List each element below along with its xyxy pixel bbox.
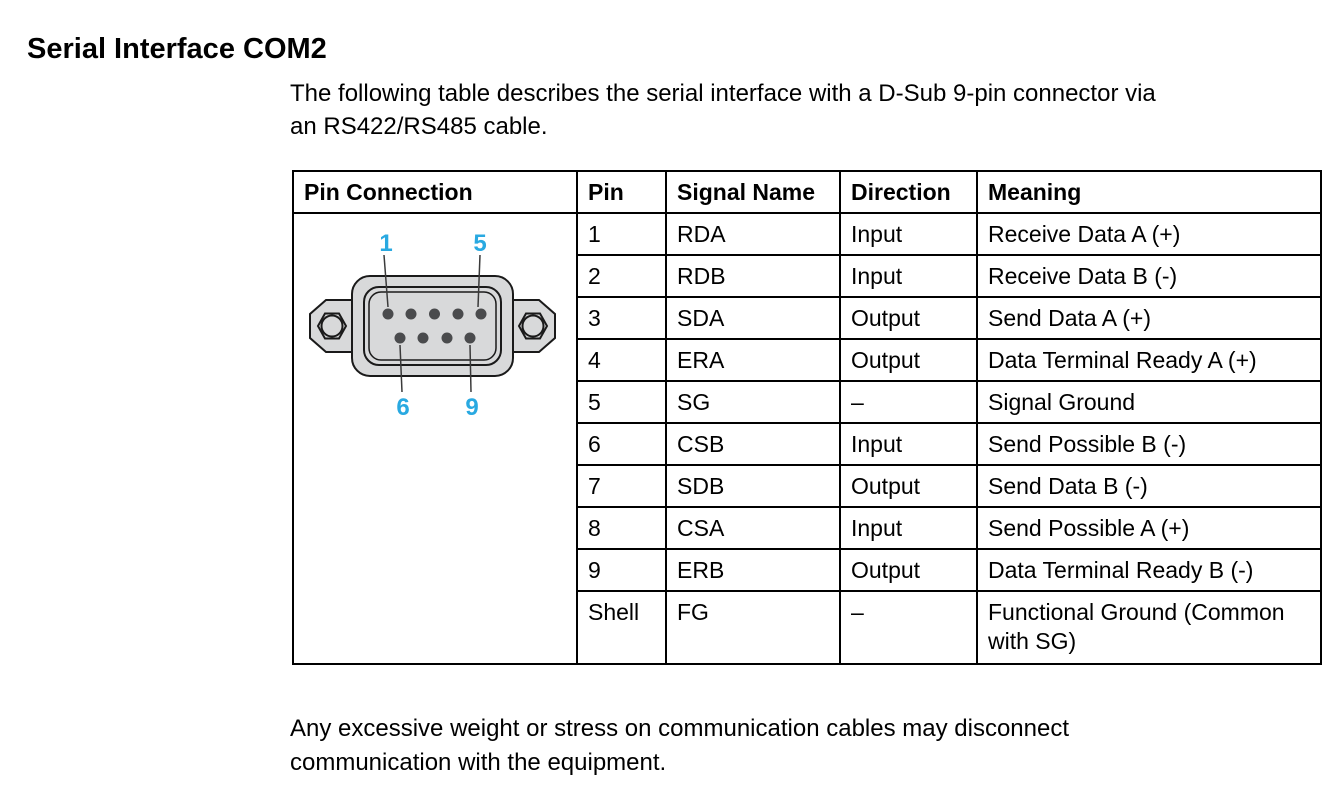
cell-meaning: Send Possible A (+): [976, 506, 1322, 550]
cell-meaning: Receive Data A (+): [976, 212, 1322, 256]
cell-signal: ERA: [665, 338, 841, 382]
cell-pin: 9: [576, 548, 667, 592]
cell-direction: Input: [839, 254, 978, 298]
table-row: 5 SG – Signal Ground: [293, 380, 1322, 424]
table-row: 9 ERB Output Data Terminal Ready B (-): [293, 548, 1322, 592]
cell-pin: 1: [576, 212, 667, 256]
intro-line: an RS422/RS485 cable.: [290, 113, 548, 140]
pin-3-dot: [429, 308, 440, 320]
cell-meaning: Send Possible B (-): [976, 422, 1322, 466]
cell-signal: CSA: [665, 506, 841, 550]
cell-pin: 8: [576, 506, 667, 550]
cell-pin: 7: [576, 464, 667, 508]
cell-pin: 6: [576, 422, 667, 466]
cell-pin: 2: [576, 254, 667, 298]
left-screw-hex: [316, 312, 348, 340]
col-header-direction: Direction: [839, 170, 978, 214]
cell-meaning: Data Terminal Ready B (-): [976, 548, 1322, 592]
cell-meaning: Data Terminal Ready A (+): [976, 338, 1322, 382]
cell-direction: Output: [839, 464, 978, 508]
cell-pin: 4: [576, 338, 667, 382]
shield-outline-outer: [363, 286, 502, 366]
intro-line: The following table describes the serial…: [290, 80, 1156, 107]
pin-6-dot: [394, 332, 406, 344]
pin-6-label: 6: [396, 394, 409, 421]
intro-paragraph: The following table describes the serial…: [290, 77, 1156, 143]
table-row: 6 CSB Input Send Possible B (-): [293, 422, 1322, 466]
cell-signal: RDB: [665, 254, 841, 298]
cell-direction: Input: [839, 422, 978, 466]
cell-direction: Output: [839, 338, 978, 382]
cell-signal: SG: [665, 380, 841, 424]
pin-connection-table: Pin Connection Pin Signal Name Direction…: [292, 170, 1322, 665]
dsub9-connector-diagram: 1 5 6 9: [309, 230, 556, 421]
col-header-pin: Pin: [576, 170, 667, 214]
table-row: 3 SDA Output Send Data A (+): [293, 296, 1322, 340]
table-row: 4 ERA Output Data Terminal Ready A (+): [293, 338, 1322, 382]
cell-pin: 3: [576, 296, 667, 340]
cell-pin: 5: [576, 380, 667, 424]
pin-5-dot: [475, 308, 487, 320]
shield-outline-inner: [368, 291, 497, 361]
page-title: Serial Interface COM2: [27, 33, 327, 65]
col-header-pin-connection: Pin Connection: [292, 170, 578, 214]
pin-9-dot: [464, 332, 476, 344]
cell-direction: Output: [839, 548, 978, 592]
pin-connection-diagram-cell: 1 5 6 9: [292, 212, 578, 665]
cell-signal: ERB: [665, 548, 841, 592]
pin-4-dot: [452, 308, 464, 320]
table-row: Shell FG – Functional Ground (Common wit…: [293, 590, 1322, 665]
col-header-signal-name: Signal Name: [665, 170, 841, 214]
pin-1-dot: [382, 308, 394, 320]
table-header-row: Pin Connection Pin Signal Name Direction…: [292, 170, 1322, 214]
table-row: 7 SDB Output Send Data B (-): [293, 464, 1322, 508]
cell-meaning: Signal Ground: [976, 380, 1322, 424]
cell-meaning: Send Data A (+): [976, 296, 1322, 340]
footer-line: Any excessive weight or stress on commun…: [290, 715, 1070, 742]
connector-housing: [351, 275, 514, 377]
cell-meaning: Receive Data B (-): [976, 254, 1322, 298]
cell-meaning: Functional Ground (Common with SG): [976, 590, 1322, 665]
col-header-meaning: Meaning: [976, 170, 1322, 214]
cell-pin: Shell: [576, 590, 667, 665]
pin-8-dot: [441, 332, 453, 344]
cell-signal: RDA: [665, 212, 841, 256]
pin-6-leader-line: [399, 344, 403, 393]
cell-signal: SDA: [665, 296, 841, 340]
pin-5-label: 5: [473, 230, 486, 257]
right-screw-hex: [517, 312, 549, 340]
footer-paragraph: Any excessive weight or stress on commun…: [290, 712, 1069, 780]
pin-2-dot: [405, 308, 417, 320]
cell-direction: Output: [839, 296, 978, 340]
pin-9-label: 9: [465, 394, 478, 421]
table-row: 1 5 6 9 1 RDA Input Receive Data A (+): [292, 212, 1322, 665]
cell-direction: –: [839, 380, 978, 424]
footer-line: communication with the equipment.: [290, 749, 667, 776]
pin-9-leader-line: [469, 344, 472, 393]
left-screw-hole: [320, 314, 344, 338]
pin-5-leader-line: [477, 254, 481, 308]
pin-1-leader-line: [383, 254, 389, 308]
table-row: 2 RDB Input Receive Data B (-): [293, 254, 1322, 298]
cell-direction: Input: [839, 506, 978, 550]
cell-meaning: Send Data B (-): [976, 464, 1322, 508]
cell-signal: FG: [665, 590, 841, 665]
table-row: 8 CSA Input Send Possible A (+): [293, 506, 1322, 550]
cell-direction: Input: [839, 212, 978, 256]
pin-7-dot: [417, 332, 429, 344]
pin-1-label: 1: [379, 230, 392, 257]
cell-signal: CSB: [665, 422, 841, 466]
cell-signal: SDB: [665, 464, 841, 508]
cell-direction: –: [839, 590, 978, 665]
right-screw-hole: [521, 314, 545, 338]
